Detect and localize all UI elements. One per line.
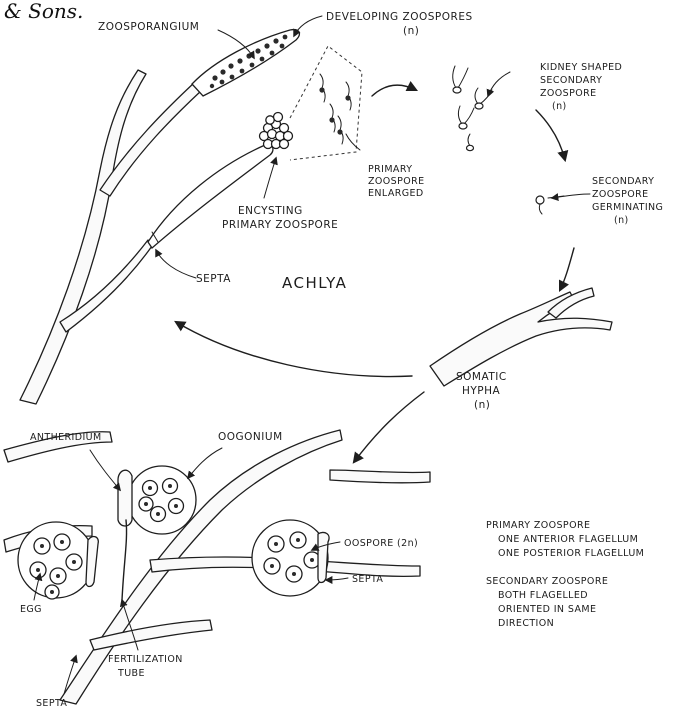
hypha-network-4	[330, 470, 430, 483]
leader-germinating	[552, 194, 590, 198]
note-primary-head: PRIMARY ZOOSPORE	[486, 520, 590, 531]
arrow-to-somatic-hypha	[560, 248, 574, 290]
label-egg: EGG	[20, 604, 42, 615]
label-fert-2: TUBE	[117, 668, 145, 679]
label-antheridium: ANTHERIDIUM	[30, 432, 102, 443]
label-fert-1: FERTILIZATION	[108, 654, 183, 665]
label-germinating-3: GERMINATING	[592, 202, 663, 213]
parent-hypha	[20, 70, 146, 404]
sexual-reproduction	[4, 430, 430, 704]
label-encysting-2: PRIMARY ZOOSPORE	[222, 219, 338, 231]
diagram-title-achlya: ACHLYA	[282, 274, 347, 292]
primary-zoospores-enlarged	[319, 74, 351, 144]
label-somatic-2: HYPHA	[462, 385, 501, 397]
note-secondary-line3: DIRECTION	[498, 618, 554, 629]
note-primary-line1: ONE ANTERIOR FLAGELLUM	[498, 534, 638, 545]
label-developing-zoospores: DEVELOPING ZOOSPORES	[326, 11, 473, 23]
note-secondary-line2: ORIENTED IN SAME	[498, 604, 596, 615]
oogonium-middle	[128, 466, 196, 534]
leader-kidney	[488, 72, 510, 96]
antheridium-middle	[118, 470, 132, 526]
germinating-zoospore	[536, 196, 564, 214]
label-septa-bottom: SEPTA	[36, 698, 67, 709]
label-encysting-1: ENCYSTING	[238, 205, 303, 217]
caption-fragment: & Sons.	[4, 0, 83, 23]
notes-block: PRIMARY ZOOSPORE ONE ANTERIOR FLAGELLUM …	[486, 520, 644, 629]
leader-antheridium	[90, 450, 120, 490]
note-secondary-head: SECONDARY ZOOSPORE	[486, 576, 608, 587]
antheridium-right	[318, 532, 329, 582]
arrow-cycle-return	[176, 322, 412, 377]
label-primary-enlarged-2: ZOOSPORE	[368, 176, 425, 187]
label-somatic-3: (n)	[474, 399, 490, 411]
fertilization-tube	[122, 520, 127, 600]
label-kidney-3: ZOOSPORE	[540, 88, 597, 99]
label-kidney-4: (n)	[552, 101, 567, 112]
label-septa-top: SEPTA	[196, 273, 231, 285]
label-primary-enlarged-1: PRIMARY	[368, 164, 412, 175]
leader-septa-right	[326, 578, 348, 580]
asexual-cycle	[20, 16, 612, 462]
encysting-primary-zoospore-cluster	[260, 113, 293, 149]
label-developing-ploidy: (n)	[403, 25, 419, 37]
label-somatic-1: SOMATIC	[456, 371, 507, 383]
leader-primary-enlarged	[346, 134, 360, 150]
note-secondary-line1: BOTH FLAGELLED	[498, 590, 588, 601]
hypha-network-6	[90, 620, 212, 650]
label-primary-enlarged-3: ENLARGED	[368, 188, 424, 199]
label-zoosporangium: ZOOSPORANGIUM	[98, 21, 199, 33]
label-oospore: OOSPORE (2n)	[344, 538, 418, 549]
label-kidney-2: SECONDARY	[540, 75, 602, 86]
antheridium-left	[86, 537, 98, 587]
leader-oogonium	[188, 448, 222, 478]
note-primary-line2: ONE POSTERIOR FLAGELLUM	[498, 548, 644, 559]
zoosporangium	[192, 30, 299, 96]
arrow-to-sexual-phase	[354, 392, 424, 462]
label-germinating-1: SECONDARY	[592, 176, 654, 187]
label-oogonium: OOGONIUM	[218, 431, 283, 443]
leader-septa-top	[156, 250, 196, 278]
label-septa-right: SEPTA	[352, 574, 383, 585]
arrow-to-secondary	[372, 85, 416, 96]
empty-sporangium	[148, 144, 273, 248]
label-germinating-2: ZOOSPORE	[592, 189, 649, 200]
secondary-zoospores	[453, 66, 492, 151]
leader-encysting	[264, 158, 276, 198]
arrow-to-germinating	[536, 110, 565, 160]
label-germinating-4: (n)	[614, 215, 629, 226]
label-kidney-1: KIDNEY SHAPED	[540, 62, 622, 73]
